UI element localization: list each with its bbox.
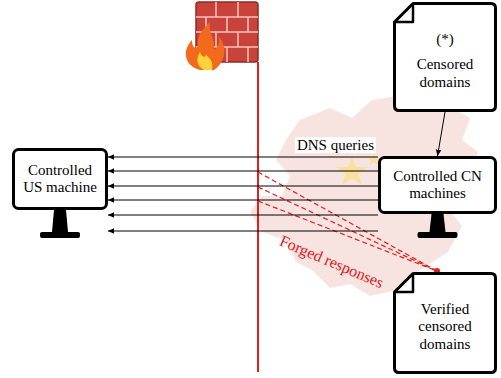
node-text: Controlled US machine	[19, 162, 101, 197]
machine-monitor: Controlled CN machines	[378, 156, 497, 240]
firewall-icon	[186, 2, 258, 70]
node-text-area: Verified censored domains	[393, 288, 497, 366]
node-text: Controlled CN machines	[385, 168, 490, 203]
node-text-area: Controlled CN machines	[378, 159, 497, 211]
document-fold	[395, 4, 414, 23]
monitor-base	[40, 232, 80, 238]
connector-arrow	[108, 186, 378, 187]
monitor-base	[418, 232, 458, 238]
monitor-neck	[430, 214, 446, 232]
document-node: (*) Censored domains	[393, 2, 497, 112]
firewall-line	[257, 62, 259, 372]
connector-arrow	[108, 200, 378, 201]
connector-arrow	[108, 215, 378, 216]
machine-monitor: Controlled US machine	[12, 148, 108, 240]
monitor-neck	[52, 210, 68, 232]
document-fold	[395, 274, 414, 293]
monitor-screen	[14, 150, 107, 209]
document-node: Verified censored domains	[393, 272, 497, 374]
connector-arrow	[108, 171, 378, 172]
connector-arrow	[438, 112, 446, 156]
document-outline	[395, 4, 496, 111]
document-outline	[395, 274, 496, 373]
node-text: Verified censored domains	[400, 301, 490, 353]
node-text: Censored domains	[400, 56, 490, 91]
monitor-screen	[380, 158, 496, 213]
connector-arrow	[108, 157, 378, 158]
node-text: (*)	[436, 31, 454, 48]
node-text-area: (*) Censored domains	[393, 18, 497, 104]
connector-arrow	[108, 231, 378, 232]
node-text-area: Controlled US machine	[12, 151, 108, 207]
edge-label: DNS queries	[295, 137, 376, 154]
